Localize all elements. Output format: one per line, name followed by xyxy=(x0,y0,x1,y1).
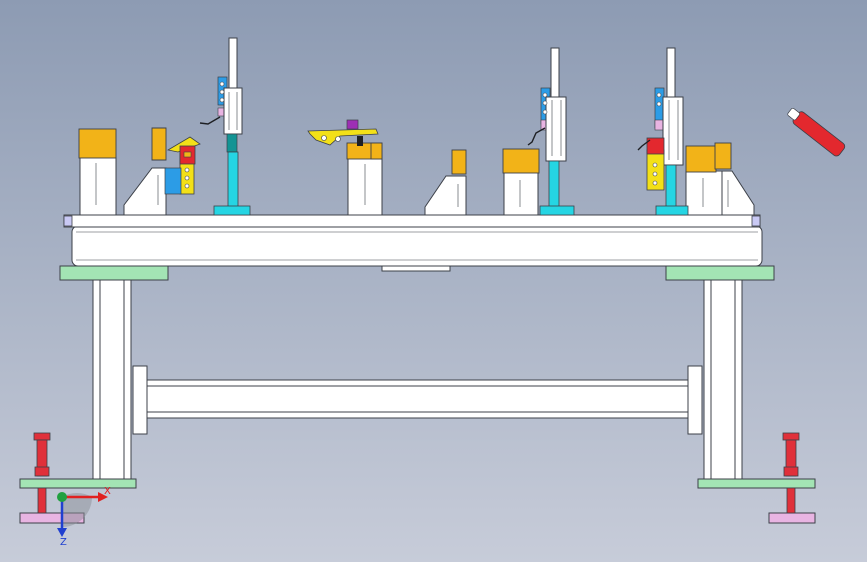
z-axis-label: Z xyxy=(60,537,67,548)
workpiece-bracket xyxy=(307,119,379,146)
left-leveling-screw xyxy=(33,432,51,514)
foot-assembly-right xyxy=(697,432,816,524)
toggle-clamp-1 xyxy=(199,37,251,216)
gusset-support-2 xyxy=(424,149,467,216)
x-axis-label: X xyxy=(104,486,111,497)
right-end-cap xyxy=(751,215,761,227)
support-frame xyxy=(92,279,743,481)
pin-clamp-left xyxy=(164,136,201,195)
foot-assembly-left xyxy=(19,432,137,524)
x-axis-arrowhead xyxy=(98,492,108,502)
toggle-clamp-3 xyxy=(637,47,689,216)
y-axis-marker xyxy=(57,492,67,502)
gusset-support-3 xyxy=(721,170,755,216)
lower-strip xyxy=(381,265,451,272)
left-beam-flange xyxy=(132,365,148,435)
marker-tube xyxy=(787,107,846,157)
right-bottom-baseplate xyxy=(697,478,816,489)
right-foot-pad xyxy=(768,512,816,524)
right-leveling-screw xyxy=(782,432,800,514)
violet-pad xyxy=(346,119,359,130)
left-end-cap xyxy=(63,215,73,227)
z-axis-arrowhead xyxy=(57,528,67,537)
locator-block-4 xyxy=(685,142,732,216)
upper-platform xyxy=(59,214,775,281)
left-top-baseplate xyxy=(59,265,169,281)
left-leg xyxy=(92,279,132,481)
left-bottom-baseplate xyxy=(19,478,137,489)
right-top-baseplate xyxy=(665,265,775,281)
right-leg xyxy=(703,279,743,481)
toggle-clamp-2 xyxy=(527,47,575,216)
coordinate-triad: X Z xyxy=(57,486,111,548)
locator-block-1 xyxy=(78,128,117,216)
locator-block-2 xyxy=(346,142,383,216)
right-beam-flange xyxy=(687,365,703,435)
locator-block-3 xyxy=(502,148,540,216)
left-foot-pad xyxy=(19,512,85,524)
table-plate xyxy=(63,214,761,228)
